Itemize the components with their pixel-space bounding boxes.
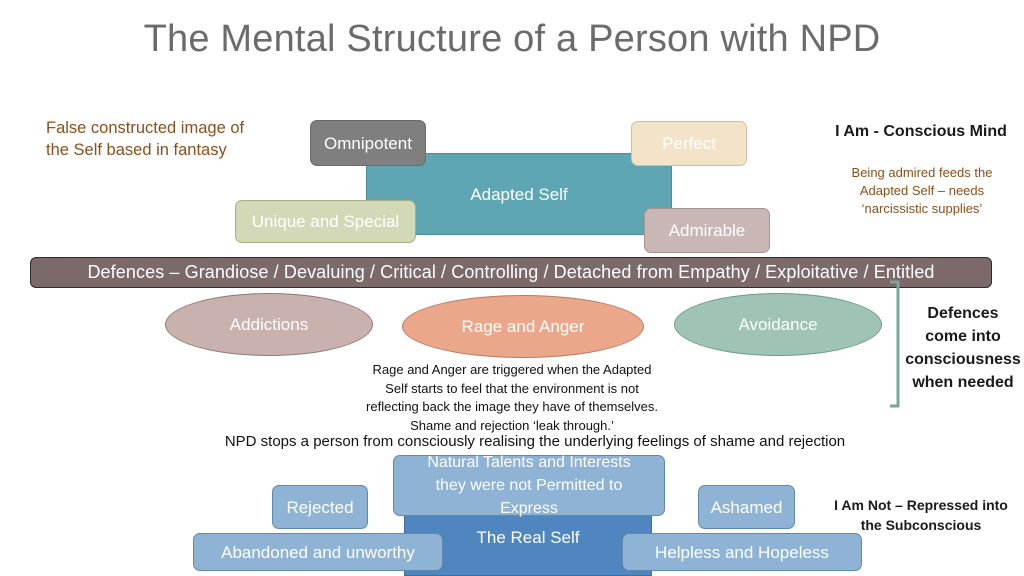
ashamed-box: Ashamed (698, 485, 795, 529)
natural-talents-box: Natural Talents and Interests they were … (393, 454, 665, 517)
perfect-box: Perfect (631, 121, 747, 166)
page-title: The Mental Structure of a Person with NP… (143, 18, 881, 60)
rage-explanation-line: Shame and rejection ‘leak through.’ (410, 417, 614, 433)
defences-bar: Defences – Grandiose / Devaluing / Criti… (30, 257, 992, 288)
adapted-self-box: Adapted Self (366, 153, 672, 235)
rage-explanation-line: Rage and Anger are triggered when the Ad… (372, 362, 652, 377)
rage-explanation: Rage and Anger are triggered when the Ad… (330, 361, 694, 435)
avoidance-ellipse: Avoidance (674, 293, 882, 356)
false-image-note-line: False constructed image of (46, 119, 245, 137)
npd-statement: NPD stops a person from consciously real… (224, 433, 846, 450)
subconscious-heading: I Am Not – Repressed into the Subconscio… (818, 495, 1024, 535)
defences-side-note-line: consciousness (905, 351, 1021, 368)
rage-explanation-line: Self starts to feel that the environment… (385, 380, 639, 396)
admiration-note-line: Adapted Self – needs (859, 183, 985, 198)
defences-side-note: Defences come into consciousness when ne… (902, 302, 1024, 394)
admirable-box: Admirable (644, 208, 770, 253)
helpless-box: Helpless and Hopeless (622, 533, 862, 571)
rejected-box: Rejected (272, 485, 368, 529)
subconscious-heading-line: the Subconscious (860, 517, 982, 533)
admiration-note-line: Being admired feeds the (851, 165, 993, 180)
natural-talents-line: Natural Talents and Interests (427, 454, 631, 471)
admiration-note-line: ‘narcissistic supplies’ (861, 201, 983, 216)
defences-bracket (890, 280, 900, 408)
abandoned-box: Abandoned and unworthy (193, 533, 443, 571)
subconscious-heading-line: I Am Not – Repressed into (834, 497, 1008, 513)
defences-side-note-line: Defences (927, 305, 999, 322)
unique-special-box: Unique and Special (235, 200, 416, 243)
natural-talents-line: Express (500, 500, 558, 517)
conscious-mind-heading: I Am - Conscious Mind (835, 123, 1007, 140)
omnipotent-box: Omnipotent (310, 120, 426, 166)
rage-explanation-line: reflecting back the image they have of t… (366, 399, 658, 414)
natural-talents-line: they were not Permitted to (435, 477, 623, 494)
false-image-note: False constructed image of the Self base… (46, 117, 286, 161)
addictions-ellipse: Addictions (165, 293, 373, 356)
admiration-note: Being admired feeds the Adapted Self – n… (830, 164, 1014, 218)
rage-anger-ellipse: Rage and Anger (402, 295, 644, 358)
defences-side-note-line: when needed (912, 374, 1014, 391)
false-image-note-line: the Self based in fantasy (46, 141, 227, 159)
real-self-label: The Real Self (476, 528, 580, 547)
defences-side-note-line: come into (925, 328, 1001, 345)
